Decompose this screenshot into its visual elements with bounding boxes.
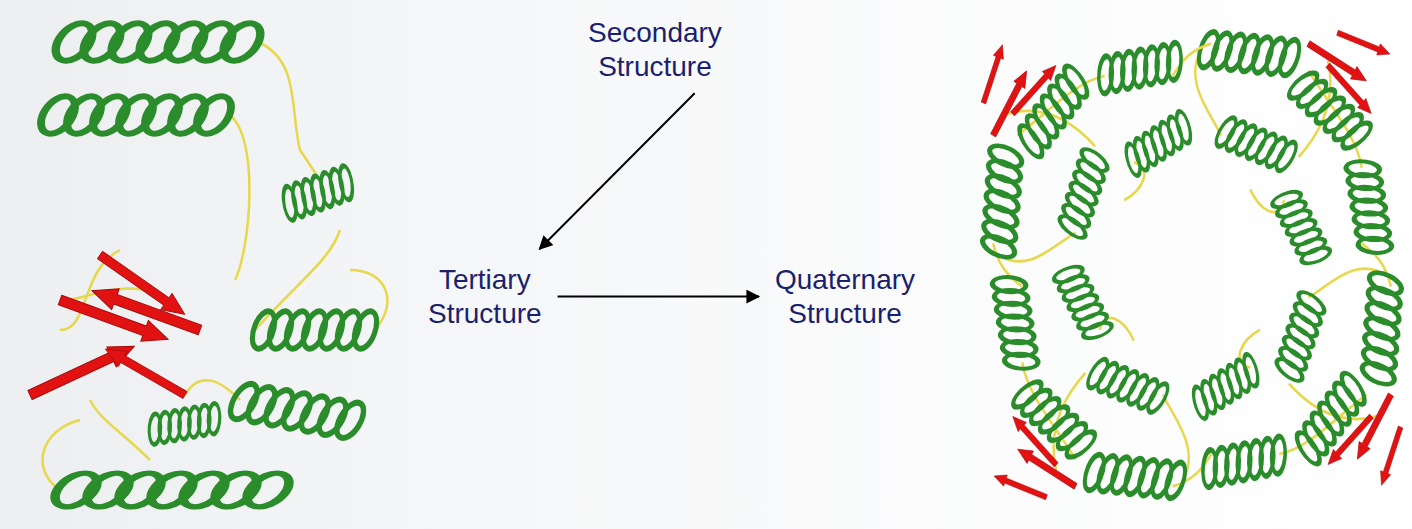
flow-arrow (558, 296, 759, 298)
quaternary-protein (978, 26, 1407, 503)
structure-label: Secondary Structure (584, 14, 726, 85)
tertiary-protein (25, 19, 387, 510)
structure-label: Tertiary Structure (424, 261, 546, 332)
level-name: Tertiary Structure (428, 263, 542, 330)
level-name: Quaternary Structure (775, 263, 915, 330)
level-name: Secondary Structure (588, 16, 722, 83)
flow-arrow (540, 93, 695, 249)
structure-label: Quaternary Structure (771, 261, 919, 332)
